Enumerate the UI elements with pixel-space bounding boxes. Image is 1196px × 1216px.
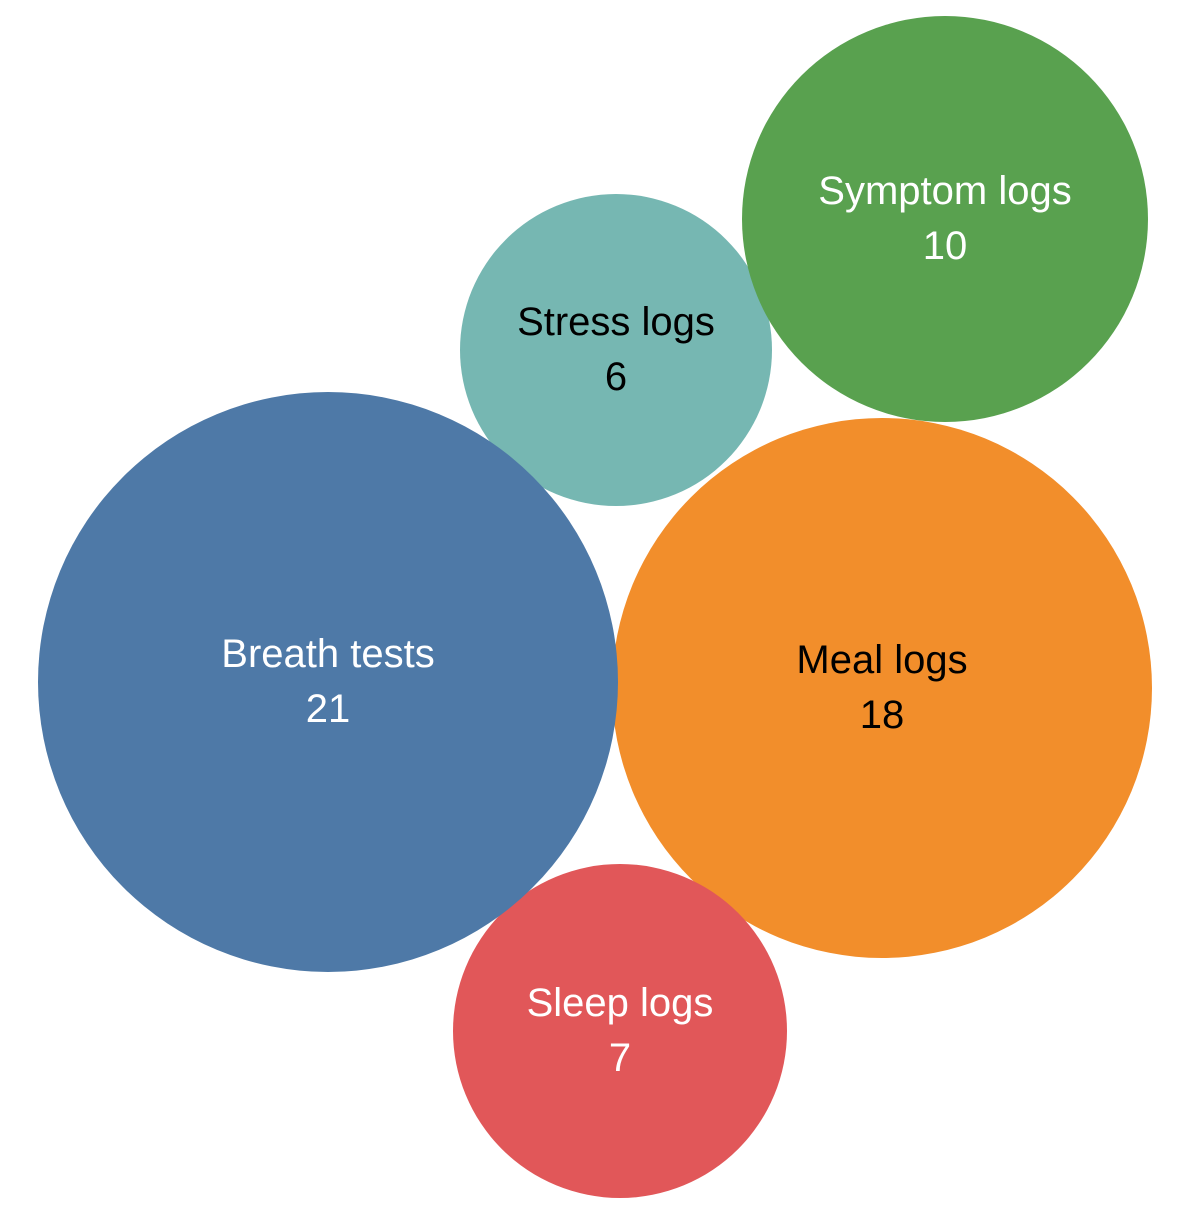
bubble-label: Meal logs	[796, 638, 968, 682]
bubble-breath-tests[interactable]: Breath tests 21	[38, 392, 618, 972]
bubble-label: Stress logs	[517, 300, 715, 344]
bubble-stress-logs[interactable]: Stress logs 6	[460, 194, 772, 506]
bubble-value: 10	[922, 224, 968, 268]
bubble-value: 7	[608, 1036, 632, 1080]
bubble-meal-logs[interactable]: Meal logs 18	[612, 418, 1152, 958]
bubble-value: 18	[859, 693, 905, 737]
bubble-label: Sleep logs	[526, 981, 714, 1025]
bubble-label: Breath tests	[221, 632, 435, 676]
bubble-value: 6	[604, 355, 628, 399]
bubble-sleep-logs[interactable]: Sleep logs 7	[453, 864, 787, 1198]
bubble-value: 21	[305, 687, 351, 731]
bubble-label: Symptom logs	[818, 169, 1072, 213]
bubble-symptom-logs[interactable]: Symptom logs 10	[742, 16, 1148, 422]
